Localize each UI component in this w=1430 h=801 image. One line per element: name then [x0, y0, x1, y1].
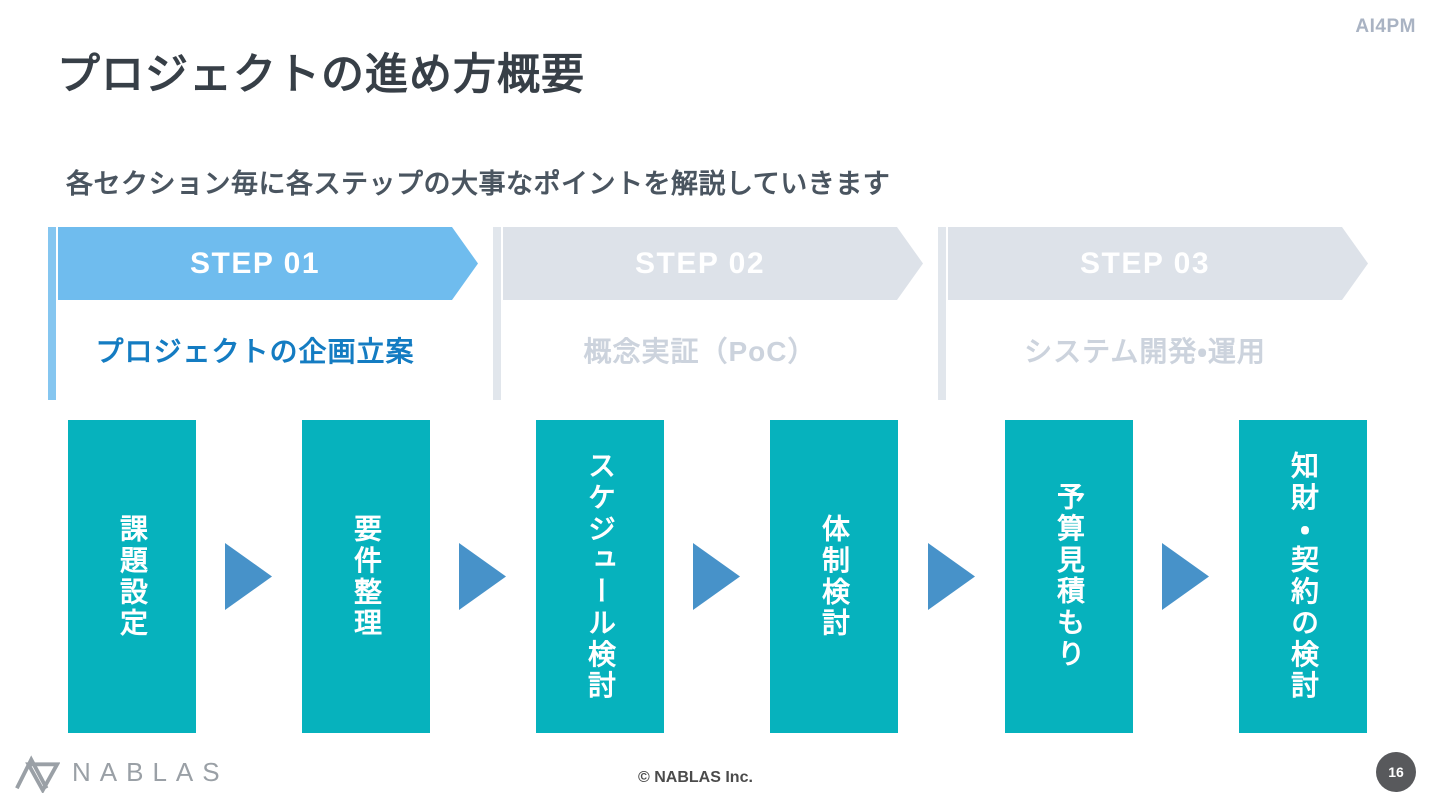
nablas-logo-text: NABLAS	[72, 756, 229, 787]
flow-arrow-icon-3	[693, 543, 740, 610]
step-3-label: システム開発・運用	[948, 300, 1342, 400]
flow-box-1-text: 課題設定	[117, 513, 148, 640]
step-2-accent-bar	[493, 227, 501, 400]
step-3-chevron-banner: STEP 03	[948, 227, 1368, 300]
copyright-text: © NABLAS Inc.	[638, 769, 753, 786]
flow-box-5-text: 予算見積もり	[1054, 482, 1085, 671]
flow-box-4-text: 体制検討	[819, 513, 850, 640]
page-title: プロジェクトの進め方概要	[57, 51, 585, 99]
page-number-badge: 16	[1376, 752, 1416, 792]
flow-arrow-icon-1	[225, 543, 272, 610]
flow-arrow-icon-2	[459, 543, 506, 610]
step-3-accent-bar	[938, 227, 946, 400]
flow-box-6-text: 知財・契約の検討	[1288, 451, 1319, 702]
flow-arrow-icon-4	[928, 543, 975, 610]
flow-box-yosan-mitsumori: 予算見積もり	[1005, 420, 1133, 733]
step-1-accent-bar	[48, 227, 56, 400]
flow-box-2-text: 要件整理	[351, 513, 382, 640]
flow-box-schedule-kento: スケジュール検討	[536, 420, 664, 733]
flow-box-yoken-seiri: 要件整理	[302, 420, 430, 733]
step-1-label: プロジェクトの企画立案	[58, 300, 452, 400]
step-3-badge: STEP 03	[1079, 246, 1211, 280]
flow-box-taisei-kento: 体制検討	[770, 420, 898, 733]
step-2-badge: STEP 02	[634, 246, 766, 280]
watermark-label: AI4PM	[1355, 16, 1416, 37]
nablas-logo-icon	[15, 755, 60, 793]
step-1-badge: STEP 01	[189, 246, 321, 280]
step-unit-1: STEP 01 プロジェクトの企画立案	[48, 227, 478, 400]
subtitle: 各セクション毎に各ステップの大事なポイントを解説していきます	[66, 169, 891, 199]
step-1-chevron-banner: STEP 01	[58, 227, 478, 300]
flow-box-chizai-keiyaku: 知財・契約の検討	[1239, 420, 1367, 733]
page-number: 16	[1388, 764, 1404, 780]
flow-arrow-icon-5	[1162, 543, 1209, 610]
step-unit-2: STEP 02 概念実証（PoC）	[493, 227, 923, 400]
nablas-logo: NABLAS	[14, 750, 229, 794]
flow-box-kadai-settei: 課題設定	[68, 420, 196, 733]
step-unit-3: STEP 03 システム開発・運用	[938, 227, 1368, 400]
step-2-label: 概念実証（PoC）	[503, 300, 897, 400]
flow-box-3-text: スケジュール検討	[585, 451, 616, 702]
step-2-chevron-banner: STEP 02	[503, 227, 923, 300]
